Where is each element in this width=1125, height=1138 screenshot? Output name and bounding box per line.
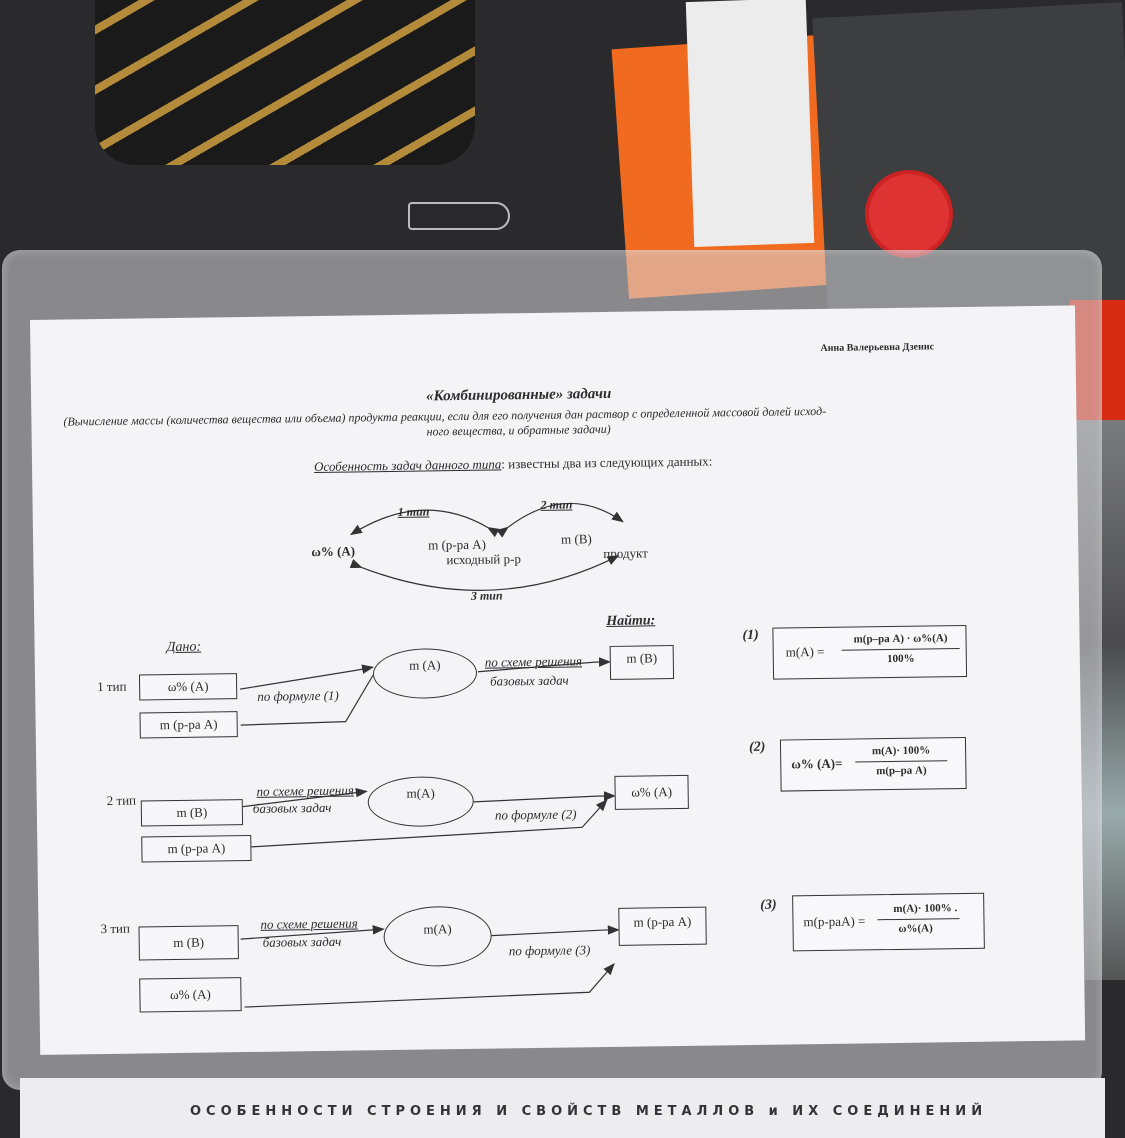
row3-arrow1-line2: базовых задач — [262, 933, 342, 950]
document-sheet: Анна Валерьевна Дзенис «Комбинированные»… — [30, 305, 1086, 1055]
formula1-scroll: m(A) = m(р–ра A) · ω%(A) 100% — [772, 624, 968, 680]
top-product: продукт — [603, 545, 648, 562]
top-omega: ω% (A) — [311, 543, 356, 560]
row3-result: m (р-ра A) — [618, 906, 707, 946]
row1-label: 1 тип — [97, 678, 127, 695]
formula2-numerator: m(A)· 100% — [871, 744, 931, 758]
row1-arrow2-line1: по схеме решения — [484, 653, 583, 670]
formula2-lhs: ω% (A)= — [791, 755, 843, 772]
disc-icon — [865, 170, 953, 258]
paperclip-icon — [408, 202, 510, 230]
given-label: Дано: — [166, 639, 202, 656]
formula2-number: (2) — [748, 739, 766, 756]
row2-arrow1-line2: базовых задач — [252, 799, 332, 816]
formula3-lhs: m(р-раA) = — [803, 913, 866, 930]
connector-lines — [238, 502, 624, 1008]
row1-arrow1-label: по формуле (1) — [257, 687, 339, 704]
row2-arrow2-label: по формуле (2) — [494, 806, 577, 823]
formula2-scroll: ω% (A)= m(A)· 100% m(р–ра A) — [779, 736, 967, 792]
row3-given1: m (B) — [138, 925, 239, 961]
arc-type1 — [350, 509, 500, 538]
row1-given1: ω% (A) — [138, 673, 238, 701]
formula1-lhs: m(A) = — [785, 643, 825, 660]
row2-given1: m (B) — [140, 799, 244, 827]
top-initial-solution: исходный р-р — [446, 551, 522, 568]
formula3-denominator: ω%(A) — [898, 922, 933, 935]
row1-arrow2-line2: базовых задач — [489, 672, 569, 689]
row2-result: ω% (A) — [614, 774, 689, 810]
zigzag-box — [95, 0, 475, 165]
row3-arrow1-line1: по схеме решения — [260, 915, 358, 932]
arc-type3 — [349, 555, 620, 591]
find-label: Найти: — [606, 613, 656, 629]
row1-given2: m (р-ра A) — [139, 711, 238, 739]
row1-result: m (B) — [609, 645, 675, 680]
row2-label: 2 тип — [106, 792, 137, 808]
row3-label: 3 тип — [100, 920, 130, 937]
formula1-number: (1) — [742, 627, 759, 644]
row2-arrow1-line1: по схеме решения — [256, 782, 354, 799]
bottom-sheet-title: ОСОБЕННОСТИ СТРОЕНИЯ И СВОЙСТВ МЕТАЛЛОВ … — [190, 1104, 988, 1119]
formula3-number: (3) — [760, 897, 777, 913]
formula1-numerator: m(р–ра A) · ω%(A) — [853, 632, 948, 646]
formula2-denominator: m(р–ра A) — [876, 764, 927, 778]
top-type1-label: 1 тип — [397, 504, 430, 519]
row2-given2: m (р-ра A) — [141, 834, 252, 863]
formula3-scroll: m(р-раA) = m(A)· 100% . ω%(A) — [792, 892, 985, 952]
white-card — [685, 0, 815, 248]
formula3-numerator: m(A)· 100% . — [893, 902, 958, 916]
formula1-denominator: 100% — [886, 652, 915, 666]
arc-type2 — [496, 502, 624, 538]
top-type3-label: 3 тип — [470, 588, 503, 603]
top-m-b: m (B) — [561, 531, 592, 547]
row3-given2: ω% (A) — [139, 977, 242, 1013]
row3-arrow2-label: по формуле (3) — [508, 942, 591, 959]
top-type2-label: 2 тип — [540, 497, 573, 512]
